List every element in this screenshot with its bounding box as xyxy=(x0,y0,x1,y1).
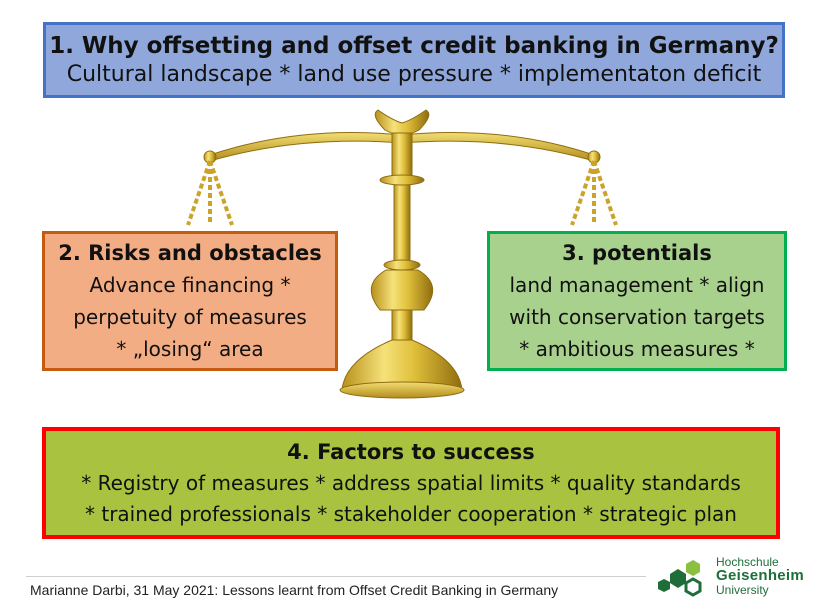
balance-scale-illustration xyxy=(186,109,618,399)
logo-line-3: University xyxy=(716,583,769,597)
risks-box: 2. Risks and obstacles Advance financing… xyxy=(42,231,338,371)
question-box: 1. Why offsetting and offset credit bank… xyxy=(43,22,785,98)
success-factors-line: * trained professionals * stakeholder co… xyxy=(85,502,737,526)
success-factors-title: 4. Factors to success xyxy=(287,440,535,464)
university-logo-text: Hochschule Geisenheim University xyxy=(716,555,804,597)
question-title: 1. Why offsetting and offset credit bank… xyxy=(49,33,779,59)
success-factors-box: 4. Factors to success * Registry of meas… xyxy=(42,427,780,539)
risks-title: 2. Risks and obstacles xyxy=(58,240,322,265)
potentials-line: with conservation targets xyxy=(509,304,765,329)
question-body: Cultural landscape * land use pressure *… xyxy=(66,62,762,87)
potentials-box: 3. potentials land management * align wi… xyxy=(487,231,787,371)
risks-line: * „losing“ area xyxy=(116,336,264,361)
risks-line: Advance financing * xyxy=(89,272,291,297)
footer-citation: Marianne Darbi, 31 May 2021: Lessons lea… xyxy=(30,582,559,598)
logo-line-1: Hochschule xyxy=(716,555,779,569)
potentials-line: * ambitious measures * xyxy=(519,336,755,361)
success-factors-line: * Registry of measures * address spatial… xyxy=(81,471,741,495)
potentials-line: land management * align xyxy=(509,272,765,297)
footer-divider xyxy=(26,576,646,577)
potentials-title: 3. potentials xyxy=(562,240,712,265)
university-logo-icon xyxy=(658,560,702,597)
risks-line: perpetuity of measures xyxy=(73,304,307,329)
logo-line-2: Geisenheim xyxy=(716,567,805,584)
